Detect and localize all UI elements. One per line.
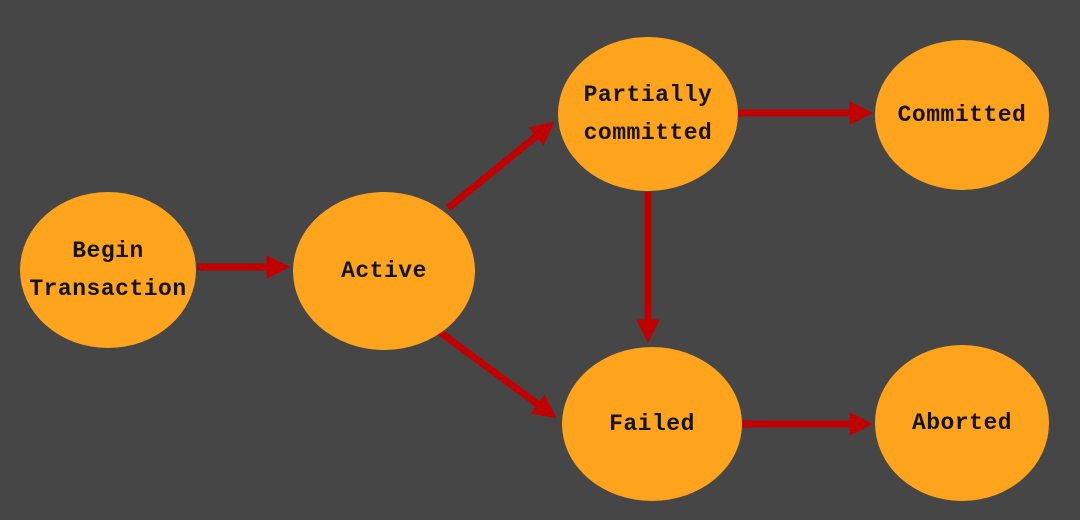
node-failed: Failed — [562, 347, 742, 501]
node-label-line: Active — [341, 258, 427, 284]
node-committed: Committed — [875, 40, 1049, 190]
node-label-line: Transaction — [29, 276, 187, 302]
edge-active-to-partially-committed — [445, 121, 555, 211]
node-label-line: committed — [583, 120, 713, 146]
node-label-line: Committed — [897, 102, 1027, 128]
node-label-line: Partially — [583, 82, 713, 108]
node-label-line: Begin — [72, 238, 144, 264]
node-begin-transaction: Begin Transaction — [20, 192, 196, 348]
node-aborted: Aborted — [875, 345, 1049, 501]
edge-active-to-failed — [434, 327, 557, 419]
node-partially-committed: Partially committed — [558, 37, 738, 191]
node-label-line: Aborted — [911, 410, 1013, 436]
node-active: Active — [293, 192, 475, 350]
node-label-line: Failed — [609, 411, 695, 437]
